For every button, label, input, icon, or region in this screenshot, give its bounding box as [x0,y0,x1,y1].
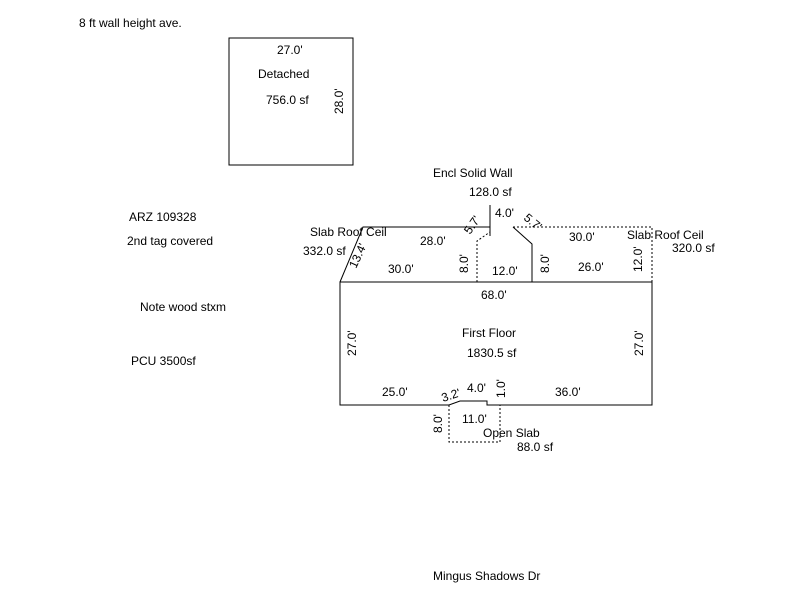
encl-wall-bottom-dim: 12.0' [492,264,518,278]
open-slab-left-dim: 8.0' [431,414,445,433]
encl-wall-left-diag-dim: 5.7' [461,213,483,237]
slab-right-name: Slab Roof Ceil [627,228,704,242]
slab-left-top-dim: 28.0' [420,234,446,248]
first-floor-bottom-right-dim: 36.0' [555,385,581,399]
slab-right-area: 320.0 sf [672,241,715,255]
first-floor-name: First Floor [462,326,516,340]
encl-wall-top-dim: 4.0' [495,206,514,220]
encl-wall-right-diag-dim: 5.7' [521,211,545,234]
first-floor-area: 1830.5 sf [467,346,517,360]
open-slab-top-dim: 11.0' [462,412,487,426]
slab-right-bottom-dim: 26.0' [578,260,604,274]
slab-left-outline [339,226,477,283]
slab-left-bottom-dim: 30.0' [388,262,414,276]
encl-wall-name: Encl Solid Wall [433,166,513,180]
tag-note: 2nd tag covered [127,234,213,248]
first-floor-notch-top-dim: 4.0' [467,381,486,395]
detached-outline [228,37,354,166]
first-floor-top-dim: 68.0' [481,288,507,302]
first-floor-notch-diag-dim: 3.2' [440,386,462,405]
detached-top-dim: 27.0' [277,43,303,57]
encl-wall-right-dim: 8.0' [538,254,552,273]
first-floor-right-dim: 27.0' [632,330,646,356]
slab-right-top-dim: 30.0' [569,230,595,244]
wall-height-note: 8 ft wall height ave. [79,16,182,30]
slab-left-diag-dim: 13.4' [346,241,370,270]
first-floor-bottom-left-dim: 25.0' [382,385,408,399]
encl-wall-right-edge [512,226,533,282]
first-floor-outline [339,281,653,406]
pcu-note: PCU 3500sf [131,354,196,368]
street-label: Mingus Shadows Dr [433,569,540,583]
open-slab-name: Open Slab [483,426,540,440]
slab-right-side-dim: 12.0' [631,246,645,272]
first-floor-notch-right-dim: 1.0' [494,379,508,398]
slab-left-name: Slab Roof Ceil [310,225,387,239]
open-slab-area: 88.0 sf [517,440,554,454]
encl-wall-area: 128.0 sf [469,185,512,199]
encl-wall-left-dim: 8.0' [457,254,471,273]
detached-name: Detached [258,67,309,81]
encl-wall-dashed-edge [476,205,491,282]
wood-note: Note wood stxm [140,300,226,314]
slab-left-area: 332.0 sf [303,244,346,258]
arz-note: ARZ 109328 [129,210,197,224]
detached-right-dim: 28.0' [332,88,346,114]
first-floor-left-dim: 27.0' [345,330,359,356]
detached-area: 756.0 sf [266,93,309,107]
